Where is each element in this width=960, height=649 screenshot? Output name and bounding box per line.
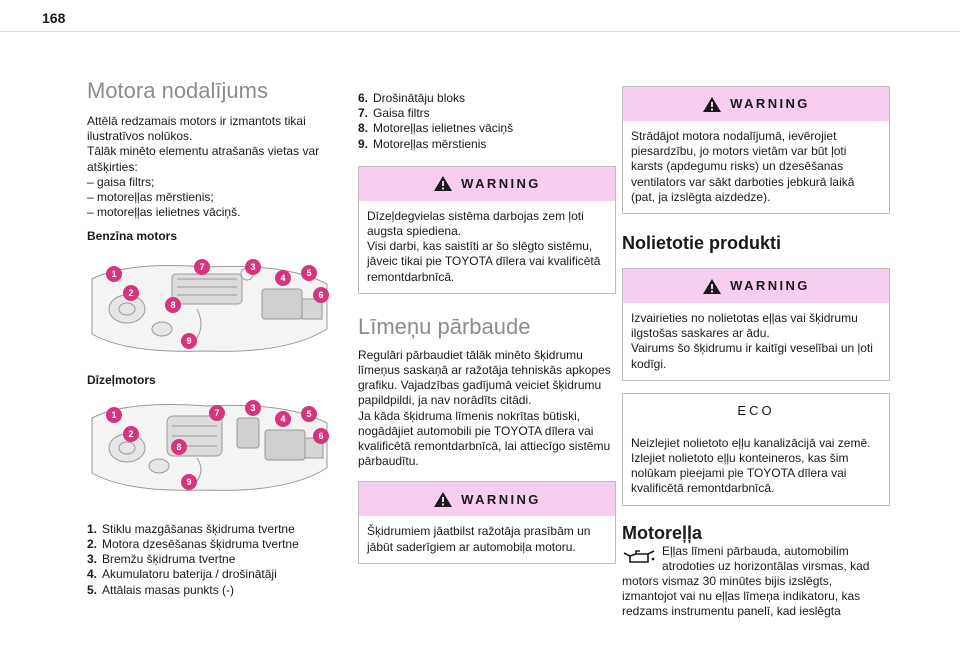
diesel-callouts: 1 2 3 4 5 6 7 8 9: [106, 399, 329, 490]
callouts: 1 2 3 4 5 6 7 8 9: [106, 258, 329, 349]
column-2: 6.Drošinātāju bloks 7.Gaisa filtrs 8.Mot…: [358, 91, 616, 564]
diesel-engine-label: Dīzeļmotors: [87, 372, 156, 387]
engine-oil-text-a: Eļļas līmeni pārbauda, automobilim atrod…: [662, 543, 870, 573]
warning-text: Izvairieties no nolietotas eļļas vai šķi…: [631, 311, 873, 371]
diesel-callout-9: 9: [186, 477, 191, 487]
petrol-engine-label: Benzīna motors: [87, 229, 178, 244]
engine-oil-intro: Eļļas līmeni pārbauda, automobilim atrod…: [622, 544, 890, 574]
warning-triangle-icon: [434, 176, 453, 192]
callout-8: 8: [170, 300, 175, 310]
fluid-levels-text: Regulāri pārbaudiet tālāk minēto šķidrum…: [358, 347, 611, 469]
warning-header: WARNING: [623, 87, 889, 121]
diesel-callout-8: 8: [176, 442, 181, 452]
diesel-callout-2: 2: [128, 429, 133, 439]
warning-header: WARNING: [359, 482, 615, 517]
callout-3: 3: [250, 262, 255, 272]
list-item: 2.Motora dzesēšanas šķidruma tvertne: [87, 537, 299, 552]
diesel-callout-4: 4: [280, 414, 285, 424]
diesel-callout-7: 7: [214, 408, 219, 418]
list-item: 8.Motoreļļas ielietnes vāciņš: [358, 121, 514, 136]
warning-triangle-icon: [703, 278, 722, 294]
list-item: 7.Gaisa filtrs: [358, 106, 430, 121]
callout-6: 6: [318, 290, 323, 300]
engine-compartment-title: Motora nodalījums: [87, 78, 268, 103]
parts-list-1: 1.Stiklu mazgāšanas šķidruma tvertne 2.M…: [87, 522, 337, 598]
eco-title: ECO: [737, 403, 775, 419]
callout-7: 7: [199, 262, 204, 272]
warning-title: WARNING: [730, 96, 810, 112]
warning-box-skin-contact: WARNING Izvairieties no nolietotas eļļas…: [622, 268, 890, 381]
list-item: 6.Drošinātāju bloks: [358, 91, 466, 105]
warning-triangle-icon: [703, 96, 722, 112]
callout-4: 4: [280, 273, 285, 283]
warning-text: Šķidrumiem jāatbilst ražotāja prasībām u…: [367, 524, 591, 554]
diesel-callout-5: 5: [306, 409, 311, 419]
callout-9: 9: [186, 336, 191, 346]
list-item: 9.Motoreļļas mērstienis: [358, 136, 487, 151]
warning-text: Dīzeļdegvielas sistēma darbojas zem ļoti…: [367, 208, 601, 284]
petrol-engine-illustration: 1 2 3 4 5 6 7 8 9: [87, 258, 332, 359]
list-item: 1.Stiklu mazgāšanas šķidruma tvertne: [87, 521, 295, 536]
warning-title: WARNING: [461, 491, 541, 507]
warning-box-fluids: WARNING Šķidrumiem jāatbilst ražotāja pr…: [358, 481, 616, 564]
callout-1: 1: [111, 269, 116, 279]
warning-title: WARNING: [461, 176, 541, 192]
parts-list-2: 6.Drošinātāju bloks 7.Gaisa filtrs 8.Mot…: [358, 91, 616, 152]
engine-oil-text-b: motors vismaz 30 minūtes bijis izslēgts,…: [622, 574, 861, 619]
list-item: 4.Akumulatoru baterija / drošinātāji: [87, 567, 277, 582]
eco-text: Neizlejiet nolietoto eļļu kanalizācijā v…: [631, 435, 871, 496]
callout-5: 5: [306, 268, 311, 278]
diesel-callout-6: 6: [318, 431, 323, 441]
diesel-callout-3: 3: [250, 403, 255, 413]
eco-box: ECO Neizlejiet nolietoto eļļu kanalizāci…: [622, 392, 890, 506]
list-item: 3.Bremžu šķidruma tvertne: [87, 552, 236, 567]
fluid-levels-title: Līmeņu pārbaude: [358, 313, 531, 339]
warning-box-diesel: WARNING Dīzeļdegvielas sistēma darbojas …: [358, 165, 616, 294]
warning-text: Strādājot motora nodalījumā, ievērojiet …: [631, 129, 855, 204]
warning-triangle-icon: [434, 491, 453, 507]
warning-header: WARNING: [623, 269, 889, 304]
column-1: Motora nodalījums Attēlā redzamais motor…: [87, 78, 337, 598]
warning-header: WARNING: [359, 166, 615, 201]
diesel-engine-illustration: 1 2 3 4 5 6 7 8 9: [87, 398, 332, 498]
used-products-title: Nolietotie produkti: [622, 233, 781, 254]
engine-oil-title: Motoreļļa: [622, 522, 703, 543]
warning-title: WARNING: [730, 278, 810, 294]
oil-can-icon: [622, 544, 662, 574]
callout-2: 2: [128, 288, 133, 298]
warning-box-hot-engine: WARNING Strādājot motora nodalījumā, iev…: [622, 86, 890, 215]
page-number: 168: [42, 10, 66, 26]
top-divider: [0, 31, 960, 32]
eco-header: ECO: [623, 393, 889, 428]
column-3: WARNING Strādājot motora nodalījumā, iev…: [622, 86, 890, 620]
list-item: 5.Attālais masas punkts (-): [87, 582, 235, 597]
diesel-callout-1: 1: [111, 410, 116, 420]
intro-text: Attēlā redzamais motors ir izmantots tik…: [87, 114, 320, 220]
